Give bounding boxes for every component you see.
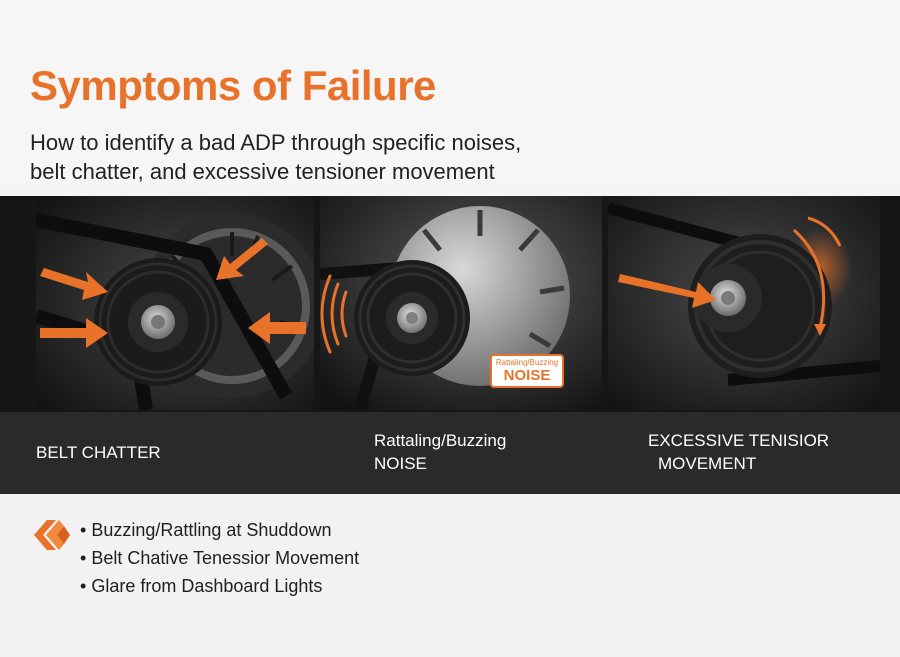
orange-chevron-diamond-icon [32, 516, 72, 559]
caption-2-line-2: NOISE [374, 454, 427, 473]
page-title: Symptoms of Failure [30, 62, 436, 109]
belt-chatter-photo [36, 196, 314, 410]
subtitle-line-2: belt chatter, and excessive tensioner mo… [30, 159, 495, 184]
photo-strip: Rattaling/Buzzing NOISE [0, 196, 900, 412]
caption-tensioner-movement: EXCESSIVE TENISIOR MOVEMENT [648, 429, 878, 475]
caption-3-line-1: EXCESSIVE TENISIOR [648, 431, 830, 450]
noise-badge-small: Rattaling/Buzzing [495, 358, 559, 367]
caption-bar: BELT CHATTER Rattaling/Buzzing NOISE EXC… [0, 412, 900, 494]
noise-badge: Rattaling/Buzzing NOISE [490, 354, 564, 388]
caption-3-line-2: MOVEMENT [658, 454, 757, 473]
caption-belt-chatter: BELT CHATTER [36, 441, 161, 464]
list-item: Belt Chative Tenessior Movement [80, 544, 359, 572]
list-item: Buzzing/Rattling at Shuddown [80, 516, 359, 544]
noise-badge-large: NOISE [503, 367, 551, 384]
tensioner-movement-photo [608, 196, 880, 410]
caption-2-line-1: Rattaling/Buzzing [374, 431, 507, 450]
symptom-list: Buzzing/Rattling at Shuddown Belt Chativ… [80, 516, 359, 600]
caption-1-line-1: BELT CHATTER [36, 443, 161, 462]
list-item: Glare from Dashboard Lights [80, 572, 359, 600]
sound-wave-icon [320, 274, 348, 354]
rattling-noise-photo [320, 196, 602, 410]
subtitle-line-1: How to identify a bad ADP through specif… [30, 130, 522, 155]
caption-rattling-noise: Rattaling/Buzzing NOISE [374, 429, 506, 475]
page-subtitle: How to identify a bad ADP through specif… [30, 128, 650, 186]
